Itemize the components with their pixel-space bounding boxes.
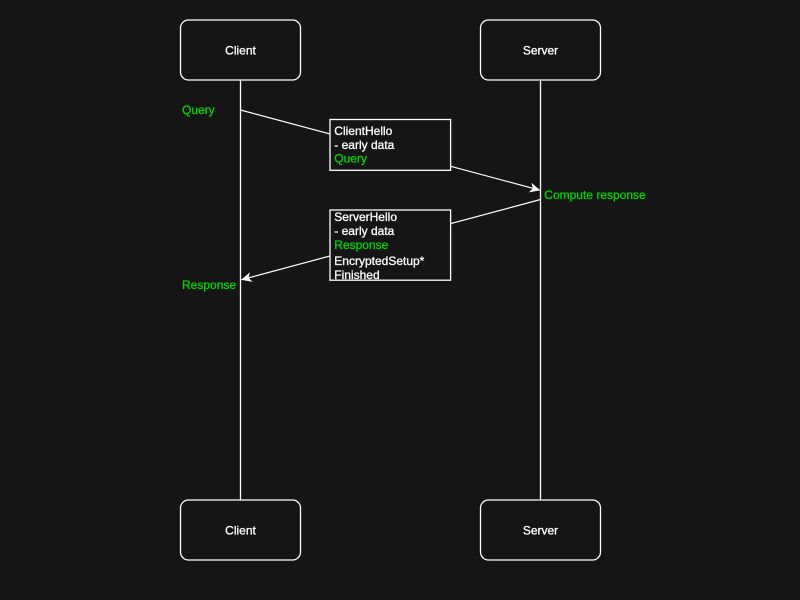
svg-text:Finished: Finished	[334, 268, 379, 282]
svg-text:Client: Client	[225, 43, 256, 57]
svg-text:- early data: - early data	[334, 138, 394, 152]
svg-text:Server: Server	[523, 43, 558, 57]
svg-text:Client: Client	[225, 523, 256, 537]
svg-text:- early data: - early data	[334, 224, 394, 238]
svg-text:Query: Query	[182, 103, 215, 117]
svg-text:Response: Response	[334, 238, 388, 252]
svg-text:Compute response: Compute response	[544, 188, 646, 202]
svg-text:Server: Server	[523, 523, 558, 537]
svg-text:ClientHello: ClientHello	[334, 124, 392, 138]
svg-text:ServerHello: ServerHello	[334, 210, 397, 224]
svg-text:Query: Query	[334, 152, 367, 166]
svg-text:EncryptedSetup*: EncryptedSetup*	[334, 254, 424, 268]
svg-text:Response: Response	[182, 278, 236, 292]
